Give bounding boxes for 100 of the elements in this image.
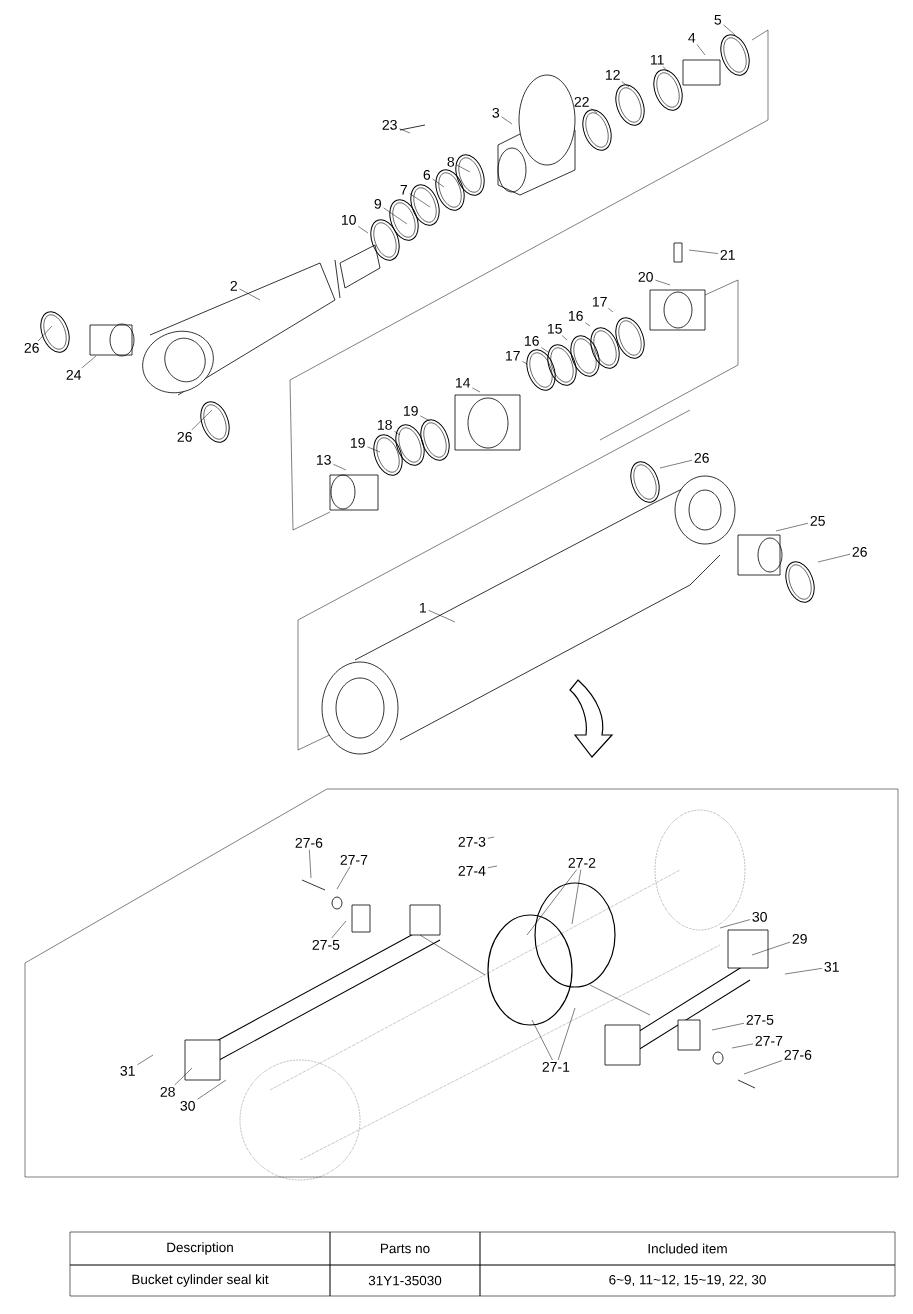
callout-number: 19 xyxy=(403,405,418,416)
leader-line xyxy=(487,865,498,868)
leader-line xyxy=(487,836,495,839)
leader-line xyxy=(197,1079,227,1100)
table-cell: 31Y1-35030 xyxy=(329,1264,481,1297)
callout-number: 1 xyxy=(419,602,426,613)
leader-line xyxy=(333,464,347,471)
leader-line xyxy=(501,116,513,125)
callout-number: 15 xyxy=(547,323,562,334)
callout-number: 7 xyxy=(400,184,407,195)
leader-line xyxy=(621,81,630,88)
leader-line xyxy=(394,431,401,436)
callout-number: 10 xyxy=(341,214,356,225)
leader-line xyxy=(383,207,408,225)
leader-line xyxy=(723,24,736,36)
leader-line xyxy=(432,178,445,188)
leader-line xyxy=(428,610,456,623)
callout-number: 27-5 xyxy=(746,1014,774,1025)
callout-number: 26 xyxy=(852,546,867,557)
callout-number: 27-4 xyxy=(458,865,486,876)
leader-line xyxy=(239,288,261,301)
callout-number: 24 xyxy=(66,369,82,380)
callout-number: 4 xyxy=(688,32,696,43)
callout-number: 17 xyxy=(505,350,520,361)
callout-number: 20 xyxy=(638,271,653,282)
leader-line xyxy=(731,1043,754,1049)
callout-number: 23 xyxy=(382,119,397,130)
callout-number: 27-3 xyxy=(458,836,486,847)
leader-line xyxy=(526,869,577,936)
leader-line xyxy=(571,869,582,925)
leader-line xyxy=(696,44,706,56)
callout-number: 31 xyxy=(824,961,839,972)
leader-line xyxy=(659,459,693,469)
callout-number: 27-7 xyxy=(340,854,368,865)
table-cell: Included item xyxy=(479,1231,896,1266)
callout-number: 12 xyxy=(605,69,620,80)
table-cell: Bucket cylinder seal kit xyxy=(69,1264,331,1297)
callout-number: 19 xyxy=(350,437,365,448)
leader-line xyxy=(191,409,213,431)
callout-number: 25 xyxy=(810,515,825,526)
leader-line xyxy=(522,361,528,365)
callout-number: 26 xyxy=(177,431,192,442)
leader-line xyxy=(420,415,431,422)
leader-line xyxy=(399,128,411,134)
callout-number: 11 xyxy=(650,54,664,65)
callout-number: 28 xyxy=(160,1086,175,1097)
leader-line xyxy=(608,308,614,313)
callout-number: 22 xyxy=(574,96,589,107)
table-cell: Description xyxy=(69,1231,331,1266)
leader-line xyxy=(309,849,312,879)
callout-number: 16 xyxy=(568,310,583,321)
callout-number: 6 xyxy=(423,169,431,180)
leader-line xyxy=(174,1067,193,1086)
leader-line xyxy=(456,164,471,173)
leader-line xyxy=(409,193,431,208)
callout-number: 18 xyxy=(377,419,392,430)
leader-line xyxy=(688,249,719,254)
leader-line xyxy=(531,1019,553,1061)
leader-line xyxy=(358,226,369,234)
leader-line xyxy=(784,968,823,975)
leader-line xyxy=(743,1060,783,1075)
callout-number: 30 xyxy=(180,1100,195,1111)
callout-number: 27-5 xyxy=(312,939,340,950)
leader-line xyxy=(585,322,591,327)
callout-number: 31 xyxy=(120,1065,135,1076)
callout-number: 17 xyxy=(592,296,607,307)
callout-number: 30 xyxy=(752,911,767,922)
leader-line xyxy=(751,941,791,956)
leader-line xyxy=(472,387,481,393)
leader-line xyxy=(137,1054,154,1066)
leader-line xyxy=(541,347,549,353)
leader-line xyxy=(81,355,97,369)
callout-number: 2 xyxy=(230,280,237,291)
callout-number: 21 xyxy=(720,249,735,260)
callout-number: 9 xyxy=(374,198,381,209)
leader-line xyxy=(590,108,598,114)
callout-number: 16 xyxy=(524,335,539,346)
table-cell: Parts no xyxy=(329,1231,481,1266)
callout-number: 3 xyxy=(492,107,500,118)
leader-line xyxy=(775,522,809,532)
leader-line xyxy=(719,919,751,929)
leader-line xyxy=(37,325,53,342)
leader-line xyxy=(557,1007,576,1061)
callout-number: 26 xyxy=(694,452,709,463)
leader-line xyxy=(655,279,671,286)
leader-line xyxy=(561,335,568,341)
callout-number: 27-6 xyxy=(784,1049,812,1060)
callout-number: 14 xyxy=(455,377,471,388)
callout-number: 27-2 xyxy=(568,857,596,868)
callout-number: 8 xyxy=(447,156,455,167)
leader-line xyxy=(336,866,351,890)
leader-line xyxy=(367,446,381,453)
callout-number: 27-6 xyxy=(295,837,323,848)
callout-number: 29 xyxy=(792,933,807,944)
leader-line xyxy=(331,920,347,939)
callout-number: 5 xyxy=(714,14,722,25)
callout-number: 27-1 xyxy=(542,1061,570,1072)
callout-number: 26 xyxy=(24,342,39,353)
leader-line xyxy=(662,66,669,73)
leader-line xyxy=(711,1023,745,1031)
